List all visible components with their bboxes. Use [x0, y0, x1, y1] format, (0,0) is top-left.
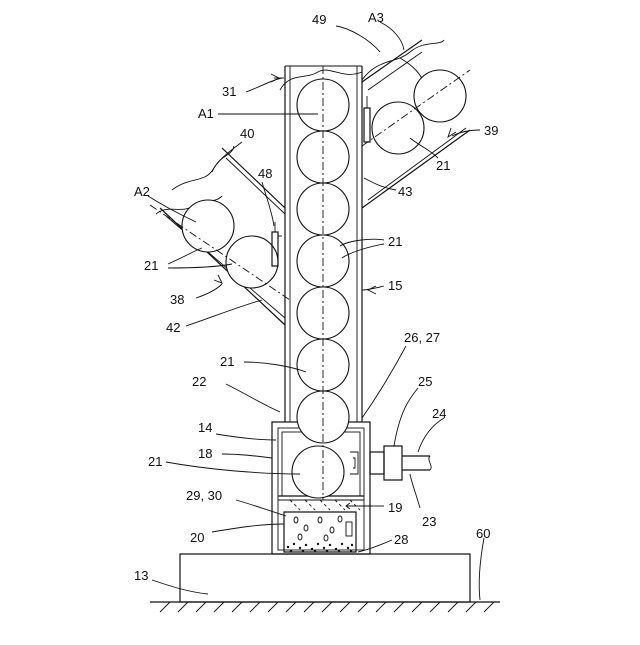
label-24: 24	[432, 406, 446, 421]
label-31: 31	[222, 84, 236, 99]
tank	[284, 512, 356, 552]
label-A1: A1	[198, 106, 214, 121]
label-23: 23	[422, 514, 436, 529]
label-21-mid: 21	[220, 354, 234, 369]
label-A2: A2	[134, 184, 150, 199]
label-21-left: 21	[144, 258, 158, 273]
gate-49	[364, 96, 370, 142]
arrow-19	[346, 503, 372, 509]
label-22: 22	[192, 374, 206, 389]
label-29-30: 29, 30	[186, 488, 222, 503]
label-26-27: 26, 27	[404, 330, 440, 345]
balls-right	[372, 70, 466, 154]
label-39: 39	[484, 123, 498, 138]
label-60: 60	[476, 526, 490, 541]
balls-vertical	[292, 79, 349, 498]
label-18: 18	[198, 446, 212, 461]
label-21-center: 21	[388, 234, 402, 249]
label-49: 49	[312, 12, 326, 27]
label-43: 43	[398, 184, 412, 199]
label-21-bottom: 21	[148, 454, 162, 469]
label-40: 40	[240, 126, 254, 141]
label-42: 42	[166, 320, 180, 335]
label-38: 38	[170, 292, 184, 307]
balls-left	[182, 200, 278, 288]
label-48: 48	[258, 166, 272, 181]
label-28: 28	[394, 532, 408, 547]
label-15: 15	[388, 278, 402, 293]
label-14: 14	[198, 420, 212, 435]
label-13: 13	[134, 568, 148, 583]
label-21-right: 21	[436, 158, 450, 173]
label-20: 20	[190, 530, 204, 545]
base-block	[150, 554, 500, 612]
label-19: 19	[388, 500, 402, 515]
drive-unit	[370, 446, 431, 480]
label-25: 25	[418, 374, 432, 389]
label-A3: A3	[368, 10, 384, 25]
